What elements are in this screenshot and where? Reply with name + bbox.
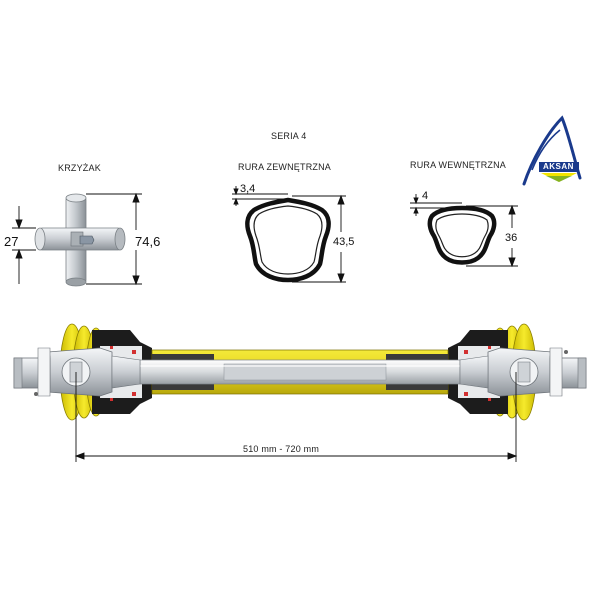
inner-tube-dimension-lines [410,194,518,268]
inner-tube-profile [427,205,497,265]
outer-height-dim: 43,5 [333,236,355,248]
outer-tube-dimension-lines [232,186,346,284]
aksan-logo-text: AKSAN [543,162,574,171]
cross-dimension-lines [12,192,142,286]
shaft-length-dim: 510 mm - 720 mm [243,444,320,454]
inner-height-dim: 36 [505,232,518,244]
inner-wall-dim: 4 [422,190,429,202]
outer-wall-dim: 3,4 [240,183,256,195]
aksan-logo [522,115,582,186]
series-label: SERIA 4 [271,131,307,141]
outer-tube-profile [245,197,331,283]
cross-dim-large: 74,6 [135,234,161,249]
drive-shaft-illustration [13,323,587,421]
cross-title: KRZYŻAK [58,163,101,173]
shaft-length-dimension-line [74,372,518,462]
inner-tube-title: RURA WEWNĘTRZNA [410,160,506,170]
outer-tube-title: RURA ZEWNĘTRZNA [238,162,331,172]
cross-illustration [34,193,126,287]
cross-dim-small: 27 [4,234,19,249]
